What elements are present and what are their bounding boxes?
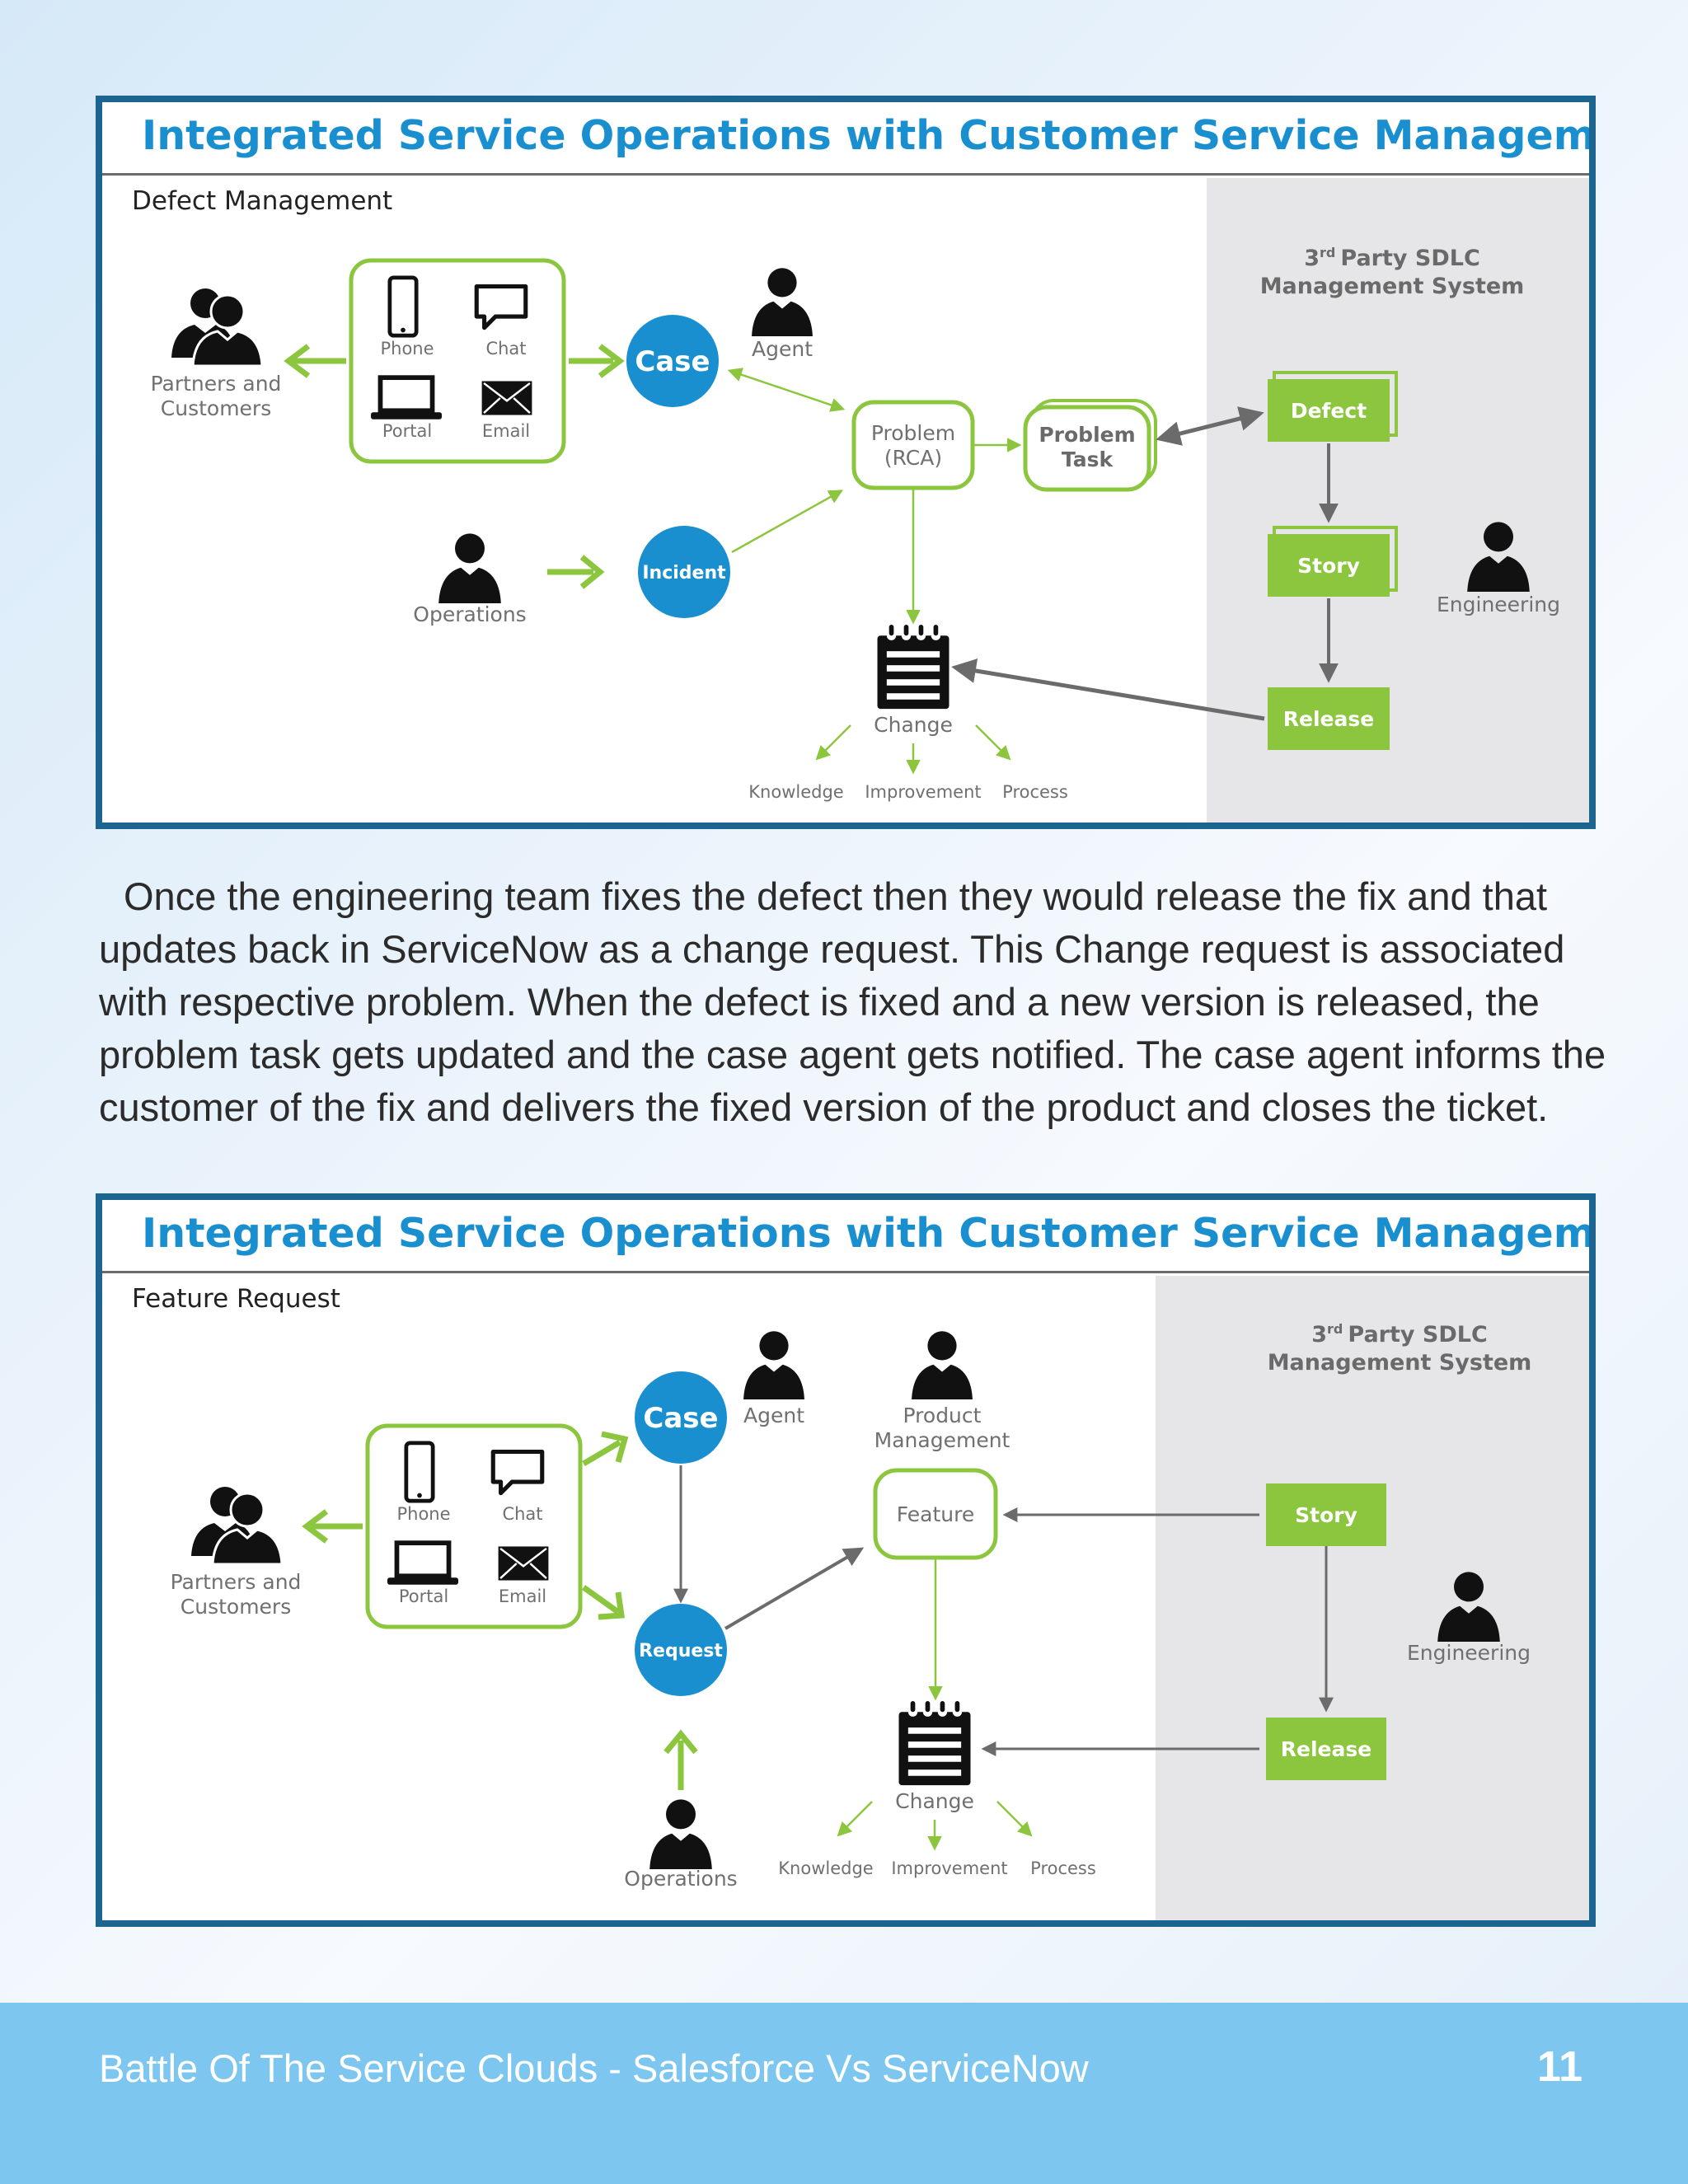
change-label: Change [874,713,953,737]
email-label: Email [482,421,530,441]
chat-label: Chat [502,1504,542,1524]
phone-label: Phone [396,1504,450,1524]
pm-label-2: Management [874,1428,1010,1452]
engineering-label: Engineering [1437,593,1560,616]
release-label: Release [1281,1737,1372,1761]
case-label: Case [635,345,710,378]
release-node [1266,1718,1386,1780]
problem-label: Problem [871,421,955,445]
chat-icon [476,287,526,328]
partners-label-2: Customers [181,1595,291,1619]
diagram-subtitle: Defect Management [132,186,393,216]
engineering-icon [1467,522,1530,592]
phone-icon [390,278,416,335]
diagram-title: Integrated Service Operations with Custo… [142,112,1596,159]
operations-icon [438,533,501,603]
change-icon [898,1701,971,1786]
ptask-defect-link [1156,406,1264,446]
problem-node [851,400,975,490]
incident-label: Incident [642,563,726,583]
title-divider [102,173,1589,176]
problem-label-2: (RCA) [884,446,942,470]
knowledge-label: Knowledge [778,1858,873,1878]
partners-label: Partners and [171,1570,302,1594]
change-label: Change [895,1789,974,1813]
release-node [1268,687,1390,750]
release-label: Release [1283,707,1374,731]
agent-icon [743,1331,804,1399]
knowledge-label: Knowledge [748,782,843,802]
sdlc-zone [1156,1276,1589,1920]
footer-title: Battle Of The Service Clouds - Salesforc… [99,2046,1089,2090]
phone-icon [406,1443,433,1501]
page-number: 11 [1537,2043,1582,2091]
story-node [1266,1483,1386,1546]
partners-label: Partners and [151,372,282,396]
defect-label: Defect [1291,399,1367,423]
operations-label: Operations [624,1867,737,1891]
operations-label: Operations [413,602,526,626]
title-divider [102,1271,1589,1273]
request-feature-link [724,1547,865,1630]
product-management-icon [912,1331,973,1399]
incident-problem-link [731,490,844,554]
diagram-subtitle: Feature Request [132,1284,340,1314]
engineering-icon [1437,1572,1500,1642]
engineering-label: Engineering [1407,1641,1531,1665]
portal-label: Portal [382,421,432,441]
change-icon [877,625,950,710]
sdlc-title-line2: Management System [1268,1350,1532,1376]
partners-label-2: Customers [161,396,271,420]
email-icon [497,1545,550,1582]
case-node [626,315,719,407]
improvement-label: Improvement [891,1858,1007,1878]
agent-label: Agent [743,1404,804,1427]
feature-label: Feature [897,1502,974,1526]
story-node [1268,534,1390,597]
portal-icon [387,1543,458,1585]
portal-label: Portal [399,1586,448,1606]
diagram-title: Integrated Service Operations with Custo… [142,1210,1596,1257]
release-change-link [951,658,1265,721]
sdlc-title-line2: Management System [1260,274,1525,299]
agent-label: Agent [752,337,813,361]
email-label: Email [499,1586,546,1606]
phone-label: Phone [380,339,434,359]
problem-task-label: Problem [1039,423,1135,447]
page-footer: Battle Of The Service Clouds - Salesforc… [0,2003,1688,2184]
partners-icon [170,287,264,366]
pm-label: Product [903,1404,982,1427]
body-paragraph: Once the engineering team fixes the defe… [99,874,1606,1129]
process-label: Process [1002,782,1068,802]
operations-icon [649,1799,712,1869]
feature-node [873,1468,998,1560]
diagram-defect-management: Integrated Service Operations with Custo… [96,96,1596,829]
diagram-feature-request: Integrated Service Operations with Custo… [96,1193,1596,1927]
problem-task-node [1023,405,1151,492]
portal-icon [371,377,442,419]
arrow-to-request [581,1585,621,1615]
agent-icon [752,268,813,336]
channels-box [365,1423,583,1629]
incident-node [638,526,730,618]
chat-icon [493,1452,542,1493]
request-node [635,1604,727,1696]
problem-task-label-2: Task [1062,448,1114,471]
improvement-label: Improvement [865,782,981,802]
story-label: Story [1295,1503,1357,1527]
email-icon [481,380,533,416]
case-label: Case [643,1402,718,1435]
case-node [635,1371,727,1464]
defect-node [1268,379,1390,442]
arrow-to-case [582,1439,621,1467]
story-label: Story [1297,554,1360,578]
channels-box [349,258,566,464]
partners-icon [190,1485,284,1564]
case-problem-link [727,368,846,412]
chat-label: Chat [485,339,526,359]
process-label: Process [1030,1858,1096,1878]
request-label: Request [639,1641,723,1661]
